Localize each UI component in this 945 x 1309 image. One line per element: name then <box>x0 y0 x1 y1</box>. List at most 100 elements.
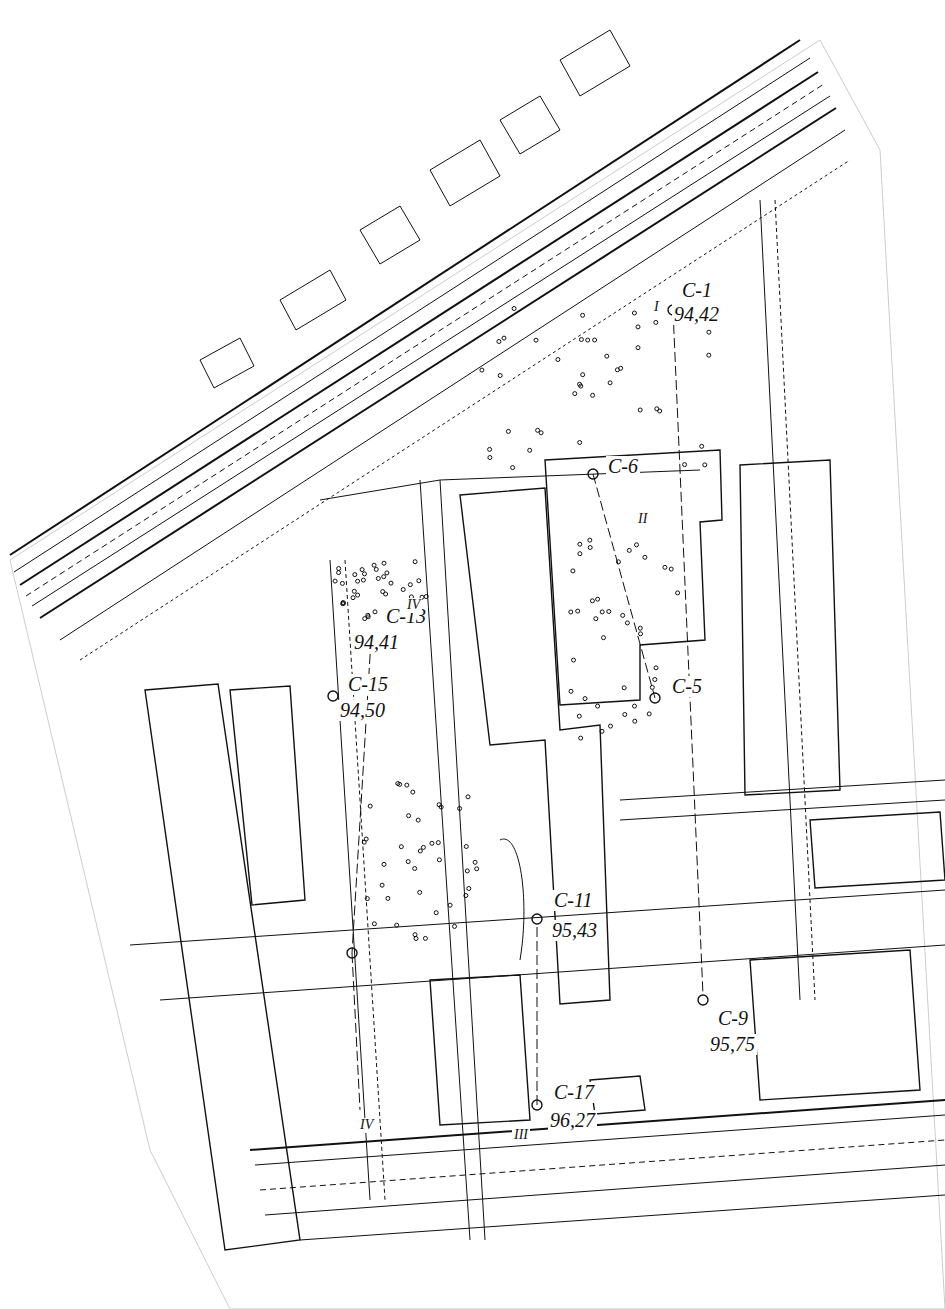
borehole-label: С-9 <box>716 1008 750 1029</box>
tree-dot <box>622 686 626 690</box>
tree-dot <box>480 368 484 372</box>
borehole-label: С-1 <box>680 280 714 301</box>
tree-dot <box>643 555 647 559</box>
tree-dot <box>654 666 658 670</box>
tree-dot <box>401 588 405 592</box>
tree-dot <box>434 911 438 915</box>
tree-dot <box>655 407 659 411</box>
section-numeral: I <box>652 300 661 315</box>
tree-marks <box>333 307 711 941</box>
tree-dot <box>609 724 613 728</box>
tree-dot <box>488 456 492 460</box>
tree-dot <box>430 841 434 845</box>
tree-dot <box>700 444 704 448</box>
tree-dot <box>407 814 411 818</box>
tree-dot <box>395 923 399 927</box>
tree-dot <box>368 804 372 808</box>
tree-dot <box>605 354 609 358</box>
tree-dot <box>453 924 457 928</box>
buildings <box>145 450 945 1250</box>
tree-dot <box>352 589 356 593</box>
tree-dot <box>573 392 577 396</box>
tree-dot <box>436 841 440 845</box>
tree-dot <box>406 860 410 864</box>
tree-dot <box>337 571 341 575</box>
borehole-label: С-15 <box>346 674 390 695</box>
tree-dot <box>511 466 515 470</box>
tree-dot <box>590 599 594 603</box>
tree-dot <box>398 782 402 786</box>
tree-dot <box>536 428 540 432</box>
tree-dot <box>588 546 592 550</box>
section-numeral: III <box>512 1128 530 1143</box>
tree-dot <box>596 704 600 708</box>
roads <box>130 200 945 1240</box>
borehole-label: С-5 <box>670 676 704 697</box>
borehole-label: 94,42 <box>672 304 721 325</box>
tree-dot <box>569 689 573 693</box>
tree-dot <box>356 593 360 597</box>
tree-dot <box>602 636 606 640</box>
tree-dot <box>576 609 580 613</box>
tree-dot <box>707 330 711 334</box>
borehole-label: 96,27 <box>548 1110 597 1131</box>
tree-dot <box>382 862 386 866</box>
tree-dot <box>621 613 625 617</box>
street-band <box>10 40 850 660</box>
tree-dot <box>382 561 386 565</box>
tree-dot <box>703 463 707 467</box>
tree-dot <box>638 626 642 630</box>
tree-dot <box>650 685 654 689</box>
tree-dot <box>707 353 711 357</box>
tree-dot <box>361 578 365 582</box>
tree-dot <box>623 713 627 717</box>
section-numeral: II <box>636 512 649 527</box>
tree-dot <box>578 542 582 546</box>
tree-dot <box>636 346 640 350</box>
tree-dot <box>423 936 427 940</box>
tree-dot <box>636 325 640 329</box>
tree-dot <box>578 441 582 445</box>
tree-dot <box>676 591 680 595</box>
section-numeral: IV <box>405 598 422 613</box>
tree-dot <box>408 583 412 587</box>
borehole-label: С-17 <box>552 1082 596 1103</box>
tree-dot <box>341 601 345 605</box>
tree-dot <box>475 867 479 871</box>
tree-dot <box>376 577 380 581</box>
tree-dot <box>473 860 477 864</box>
borehole-label: 94,41 <box>352 632 401 653</box>
tree-dot <box>464 894 468 898</box>
tree-dot <box>366 613 370 617</box>
section-lines <box>352 310 703 1110</box>
tree-dot <box>337 567 341 571</box>
tree-dot <box>363 617 367 621</box>
tree-dot <box>572 658 576 662</box>
tree-dot <box>333 579 337 583</box>
tree-dot <box>638 408 642 412</box>
tree-dot <box>506 429 510 433</box>
tree-dot <box>411 790 415 794</box>
tree-dot <box>600 610 604 614</box>
tree-dot <box>353 573 357 577</box>
tree-dot <box>683 463 687 467</box>
tree-dot <box>356 579 360 583</box>
tree-dot <box>405 783 409 787</box>
tree-dot <box>386 896 390 900</box>
tree-dot <box>669 567 673 571</box>
tree-dot <box>577 714 581 718</box>
tree-dot <box>416 818 420 822</box>
tree-dot <box>616 560 620 564</box>
tree-dot <box>653 678 657 682</box>
tree-dot <box>381 590 385 594</box>
tree-dot <box>591 393 595 397</box>
tree-dot <box>351 596 355 600</box>
tree-dot <box>528 448 532 452</box>
tree-dot <box>569 610 573 614</box>
tree-dot <box>639 632 643 636</box>
tree-dot <box>362 840 366 844</box>
tree-dot <box>654 320 658 324</box>
tree-dot <box>619 366 623 370</box>
tree-dot <box>418 890 422 894</box>
